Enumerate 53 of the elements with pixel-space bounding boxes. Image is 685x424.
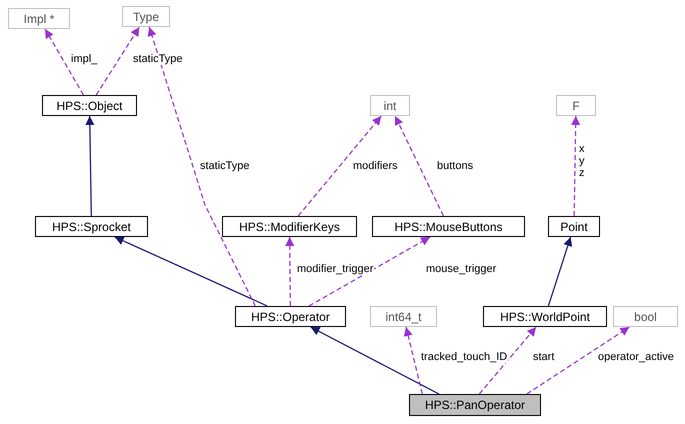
dashed-arrow xyxy=(308,236,430,307)
class-name: HPS::Operator xyxy=(251,310,330,324)
class-box xyxy=(483,306,607,327)
class-name: bool xyxy=(634,310,657,324)
inheritance-arrow xyxy=(548,236,572,306)
edge-label: start xyxy=(532,351,556,363)
dashed-arrow xyxy=(478,326,537,394)
inheritance-arrow xyxy=(85,116,94,216)
class-box xyxy=(370,306,437,327)
class-name: Type xyxy=(132,10,159,24)
edge-label: staticType xyxy=(132,53,184,65)
class-name: HPS::PanOperator xyxy=(424,398,526,412)
dashed-arrow xyxy=(526,326,630,394)
dashed-arrow xyxy=(571,116,580,216)
class-box xyxy=(122,6,170,27)
class-box xyxy=(372,216,525,237)
class-name: Point xyxy=(560,220,588,234)
class-box xyxy=(35,216,148,237)
class-name: HPS::Object xyxy=(56,98,123,112)
dashed-arrow xyxy=(394,116,444,216)
class-name: int xyxy=(384,98,396,112)
edge-label: modifiers xyxy=(352,160,399,172)
class-name: HPS::WorldPoint xyxy=(500,310,590,324)
dashed-arrow xyxy=(298,116,382,216)
edge-label: tracked_touch_ID xyxy=(420,351,508,363)
dashed-arrow xyxy=(44,28,84,96)
edge-label: impl_ xyxy=(70,53,98,65)
class-box xyxy=(8,8,70,29)
edge-label: buttons xyxy=(436,160,474,172)
class-name: HPS::ModifierKeys xyxy=(239,220,340,234)
edge-label: operator_active xyxy=(597,351,675,363)
edge-label: staticType xyxy=(199,160,251,172)
class-name: int64_t xyxy=(385,310,422,324)
class-name: F xyxy=(572,98,580,112)
inheritance-arrow xyxy=(114,236,268,307)
inheritance-arrow xyxy=(310,326,440,395)
class-box xyxy=(222,216,357,237)
class-box xyxy=(370,95,410,116)
dashed-arrow xyxy=(148,26,256,306)
class-box xyxy=(409,394,541,416)
class-box xyxy=(42,95,137,116)
dashed-arrow xyxy=(404,326,423,394)
class-name: HPS::Sprocket xyxy=(52,220,131,234)
edge-label: modifier_trigger xyxy=(296,263,374,275)
class-name: Impl * xyxy=(24,12,54,26)
class-box xyxy=(548,216,600,237)
dashed-arrow xyxy=(96,26,140,96)
edge-label: mouse_trigger xyxy=(425,263,498,275)
class-box xyxy=(556,95,596,116)
dashed-arrow xyxy=(285,237,294,306)
class-box xyxy=(235,306,346,327)
class-name: HPS::MouseButtons xyxy=(394,220,503,234)
class-box xyxy=(613,306,678,327)
